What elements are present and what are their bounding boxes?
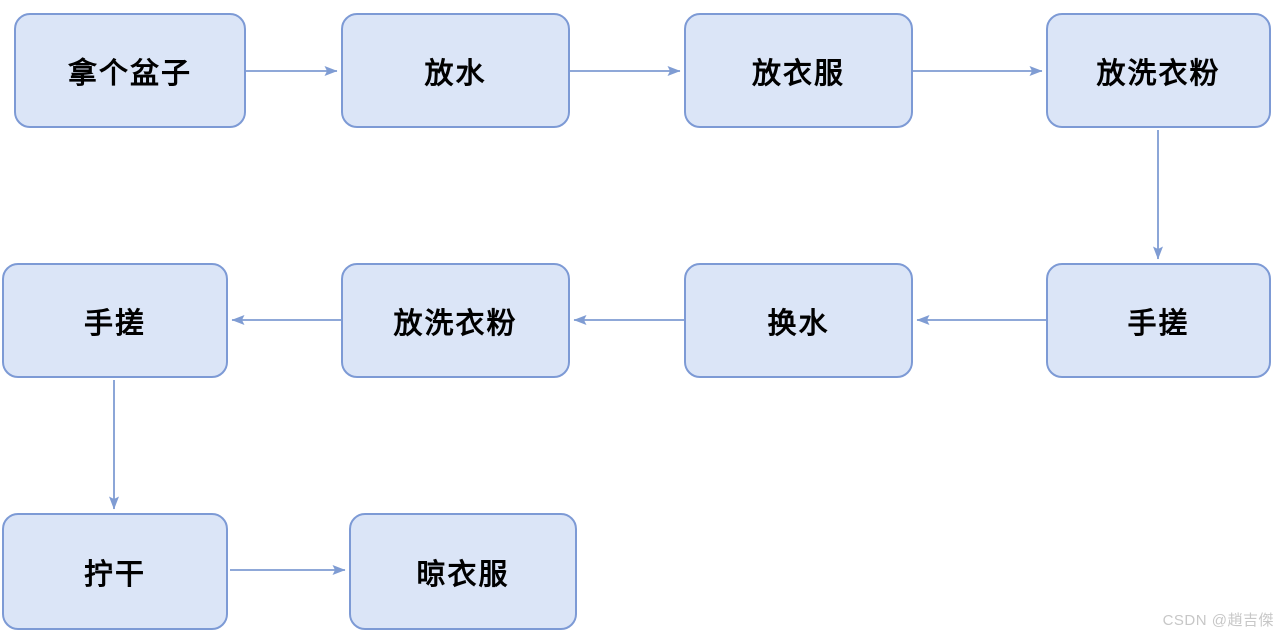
flow-node-add-detergent-2: 放洗衣粉 (341, 263, 570, 378)
flow-node-label: 拿个盆子 (67, 57, 192, 90)
flow-node-get-basin: 拿个盆子 (14, 13, 246, 128)
flow-node-add-clothes: 放衣服 (684, 13, 913, 128)
flow-node-wring-dry: 拧干 (2, 513, 228, 630)
flow-node-label: 手搓 (1127, 307, 1190, 340)
csdn-watermark: CSDN @趙吉傑 (1162, 612, 1274, 629)
flow-node-label: 放衣服 (751, 57, 845, 90)
flow-node-label: 放水 (424, 57, 487, 90)
flow-node-label: 放洗衣粉 (393, 307, 518, 340)
flow-node-hand-scrub-2: 手搓 (2, 263, 228, 378)
flow-node-label: 拧干 (83, 558, 146, 591)
flow-node-change-water: 换水 (684, 263, 913, 378)
flow-node-add-detergent-1: 放洗衣粉 (1046, 13, 1271, 128)
flow-node-hang-clothes: 晾衣服 (349, 513, 577, 630)
flow-node-label: 放洗衣粉 (1096, 57, 1221, 90)
flow-node-label: 晾衣服 (416, 558, 510, 591)
flow-node-add-water: 放水 (341, 13, 570, 128)
flow-node-label: 手搓 (83, 307, 146, 340)
flow-node-label: 换水 (767, 307, 830, 340)
flow-node-hand-scrub-1: 手搓 (1046, 263, 1271, 378)
